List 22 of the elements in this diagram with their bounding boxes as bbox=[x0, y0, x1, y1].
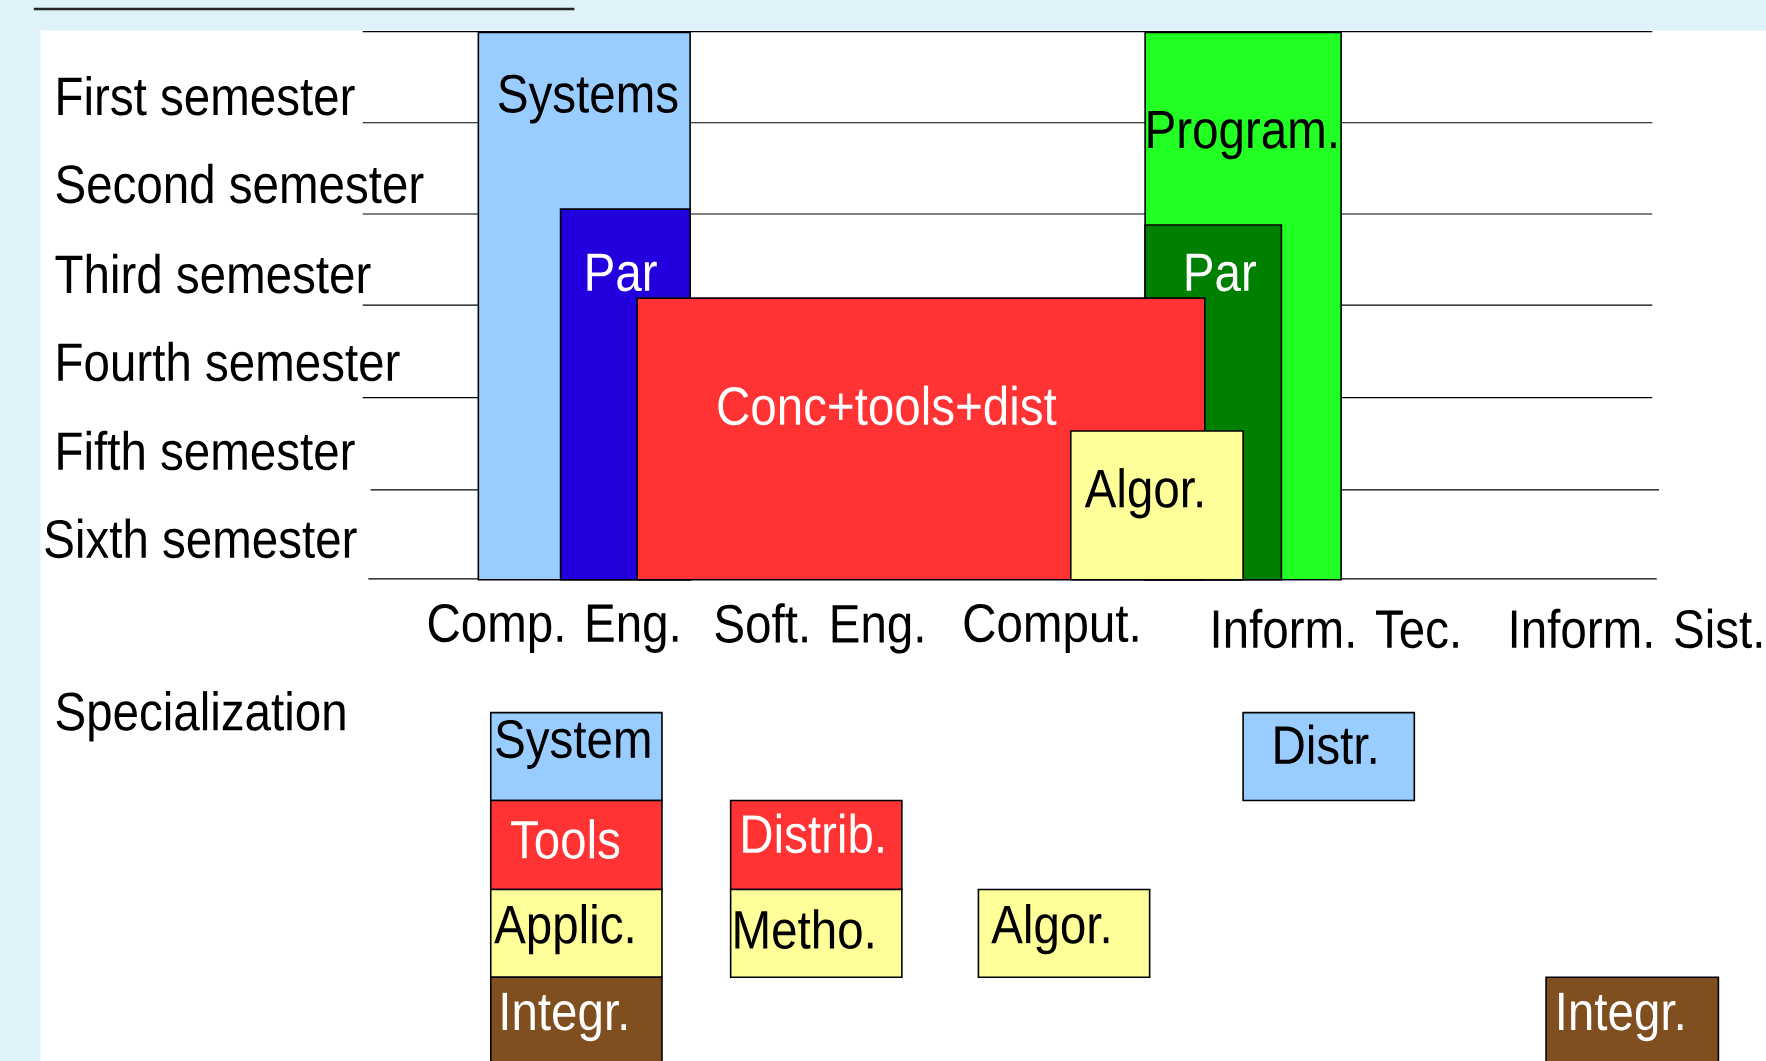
row-label: Fourth semester bbox=[58, 341, 400, 382]
row-label: Second semester bbox=[56, 163, 424, 204]
block: Algor. bbox=[1070, 430, 1244, 581]
specialization-box: System bbox=[489, 711, 663, 802]
specialization-box: Tools bbox=[489, 799, 663, 891]
specialization-box: Algor. bbox=[977, 888, 1151, 979]
specialization-box: Applic. bbox=[489, 888, 663, 979]
specialization-box: Integr. bbox=[1545, 976, 1720, 1061]
row-label: Sixth semester bbox=[45, 518, 357, 559]
specialization-box: Distr. bbox=[1242, 711, 1416, 802]
row-label: Third semester bbox=[55, 253, 371, 294]
column-label: Comp. Eng. bbox=[428, 604, 678, 653]
specialization-box: Integr. bbox=[489, 976, 663, 1061]
section-label: Specialization bbox=[56, 691, 345, 742]
column-label: Inform. Sist. bbox=[1511, 608, 1762, 649]
column-label: Soft. Eng. bbox=[715, 603, 923, 654]
specialization-box: Metho. bbox=[729, 888, 903, 979]
row-label: Fifth semester bbox=[58, 430, 355, 471]
specialization-box: Distrib. bbox=[729, 799, 903, 891]
column-label: Comput. bbox=[964, 604, 1138, 653]
row-label: First semester bbox=[58, 75, 355, 116]
column-label: Inform. Tec. bbox=[1213, 608, 1458, 649]
